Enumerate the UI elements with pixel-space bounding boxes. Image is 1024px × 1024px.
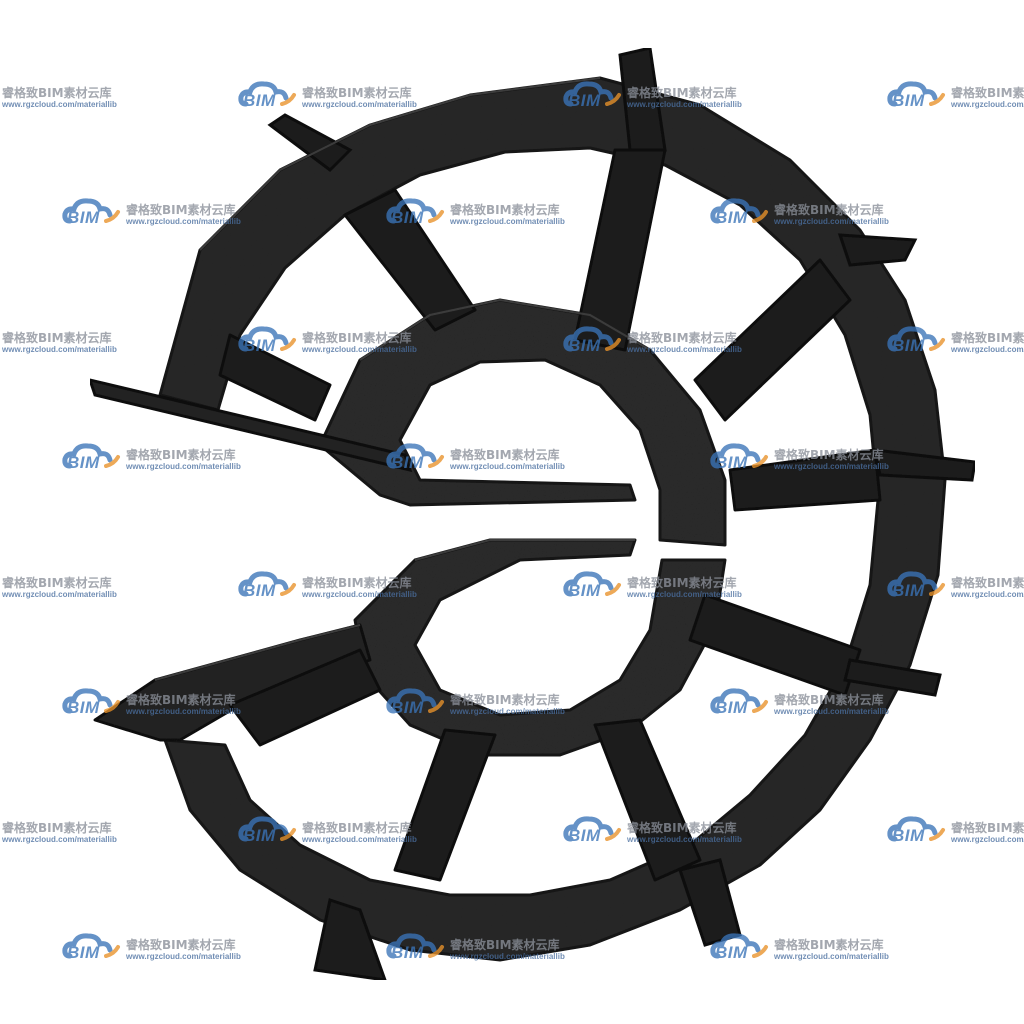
- spokes: [218, 148, 882, 882]
- inner-ring-lower: [353, 538, 727, 757]
- fin-right-upper: [837, 233, 918, 267]
- spoke-bottom-right: [593, 718, 702, 882]
- spacer-body: [87, 46, 977, 982]
- fin-right-lower: [843, 658, 942, 697]
- inner-ring-upper: [318, 298, 727, 547]
- spoke-lower-left: [228, 648, 382, 747]
- spoke-upper-left: [343, 188, 477, 332]
- outer-ring: [158, 76, 947, 962]
- spoke-upper-right: [693, 258, 852, 422]
- upper-left-fin: [87, 377, 413, 473]
- spoke-left: [218, 333, 332, 422]
- spoke-bottom: [393, 728, 497, 882]
- fin-right: [873, 448, 977, 482]
- fin-top: [618, 46, 667, 152]
- fin-bottom-left: [313, 898, 388, 982]
- outer-fins: [267, 46, 977, 982]
- spoke-top: [573, 148, 667, 352]
- spoke-lower-right: [688, 593, 862, 697]
- spoke-right: [728, 448, 882, 512]
